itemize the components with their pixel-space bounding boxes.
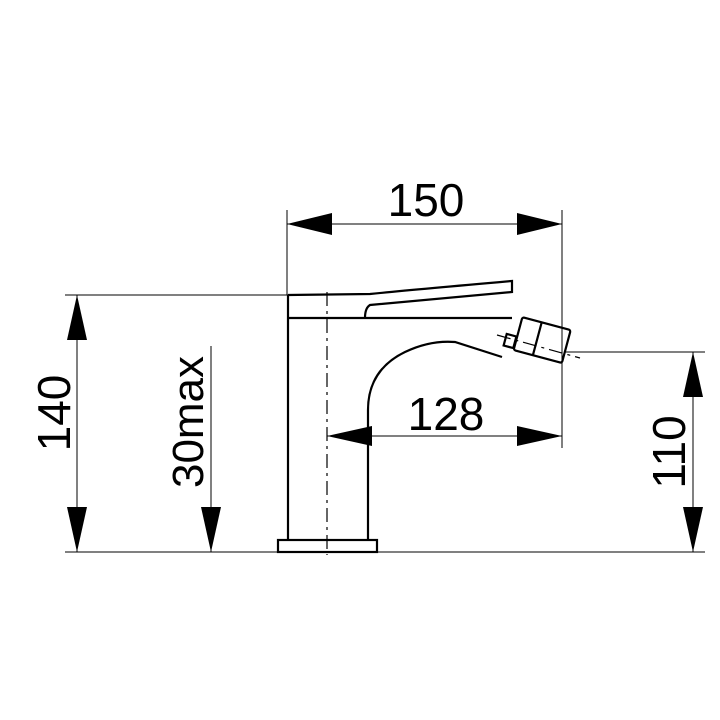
extension-lines [65,210,705,553]
dimension-label-30max: 30max [164,356,213,488]
dimension-30max: 30max [164,346,221,552]
faucet-body [276,279,572,554]
dimension-label-150: 150 [388,174,465,226]
dimension-150: 150 [287,174,562,235]
dimension-128: 128 [327,388,562,446]
dimension-label-128: 128 [408,388,485,440]
center-lines [326,292,581,555]
dimension-label-110: 110 [643,415,695,488]
dimension-label-140: 140 [28,375,80,452]
dimension-110: 110 [643,352,703,552]
dimension-140: 140 [28,295,87,552]
